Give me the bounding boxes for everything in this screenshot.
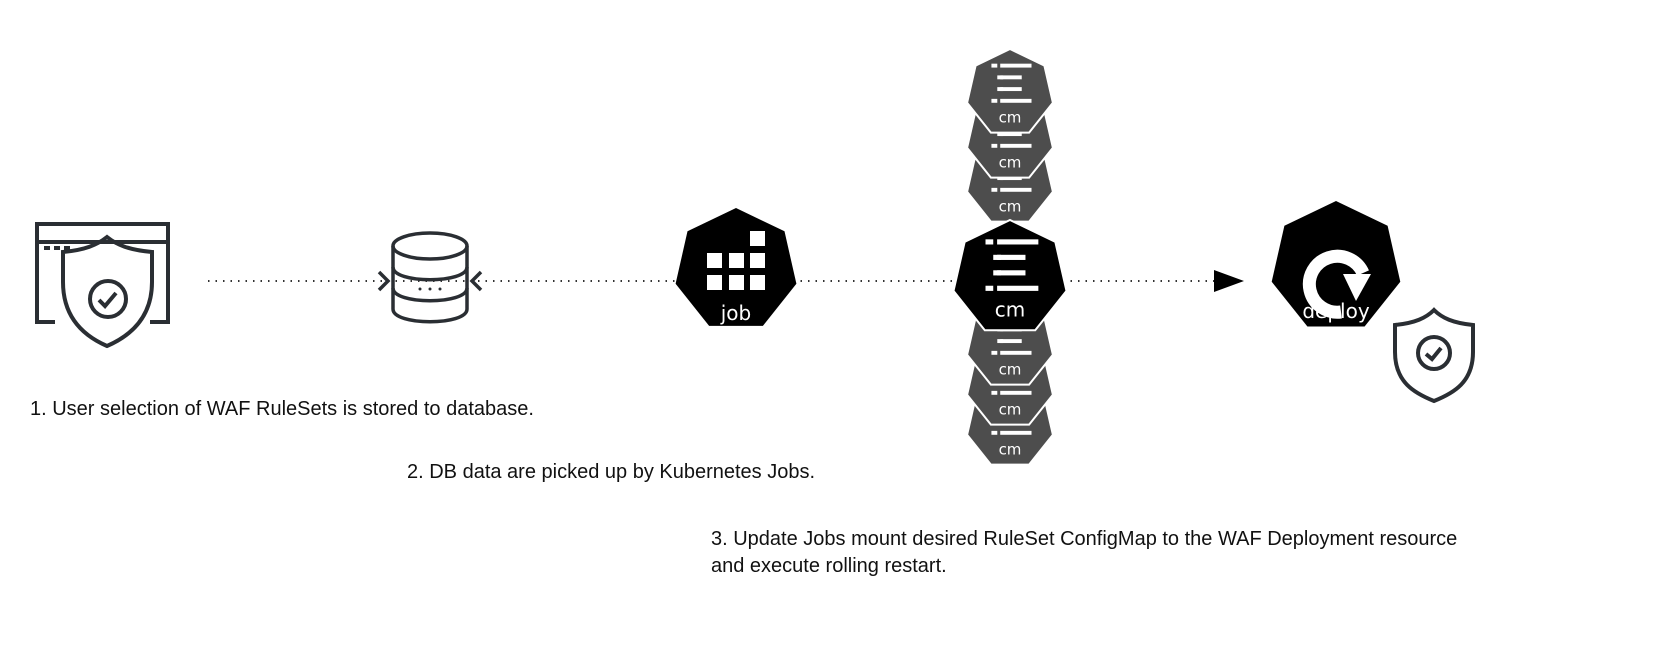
rolling-restart-icon	[1302, 249, 1369, 319]
database-dots-icon	[418, 287, 442, 291]
waf-shield-icon	[1393, 307, 1475, 404]
window-dots-icon	[44, 246, 70, 250]
configmap-label: cm	[999, 440, 1022, 458]
configmap-node[interactable]: cm	[952, 218, 1068, 332]
step-3-caption-line2: and execute rolling restart.	[711, 555, 947, 577]
deploy-label: deploy	[1302, 299, 1369, 323]
configmap-stack-item[interactable]: cm	[966, 47, 1054, 134]
configmap-label: cm	[999, 400, 1022, 418]
step-3-caption: 3. Update Jobs mount desired RuleSet Con…	[711, 528, 1458, 550]
step-2-caption: 2. DB data are picked up by Kubernetes J…	[407, 461, 816, 483]
configmap-label: cm	[999, 360, 1022, 378]
arrowhead-icon	[1214, 270, 1244, 292]
deploy-node[interactable]: deploy	[1271, 201, 1401, 327]
step-1-caption: 1. User selection of WAF RuleSets is sto…	[30, 398, 534, 420]
job-label: job	[720, 301, 752, 325]
job-grid-icon	[707, 231, 765, 290]
configmap-label: cm	[999, 108, 1022, 126]
configmap-label: cm	[999, 197, 1022, 215]
configmap-stack: cm cm cm cm cm cm cm	[952, 47, 1068, 466]
configmap-label: cm	[995, 298, 1025, 322]
job-node[interactable]: job	[675, 208, 797, 326]
waf-web-app-icon	[35, 222, 170, 349]
configmap-label: cm	[999, 153, 1022, 171]
database-icon	[377, 231, 483, 324]
